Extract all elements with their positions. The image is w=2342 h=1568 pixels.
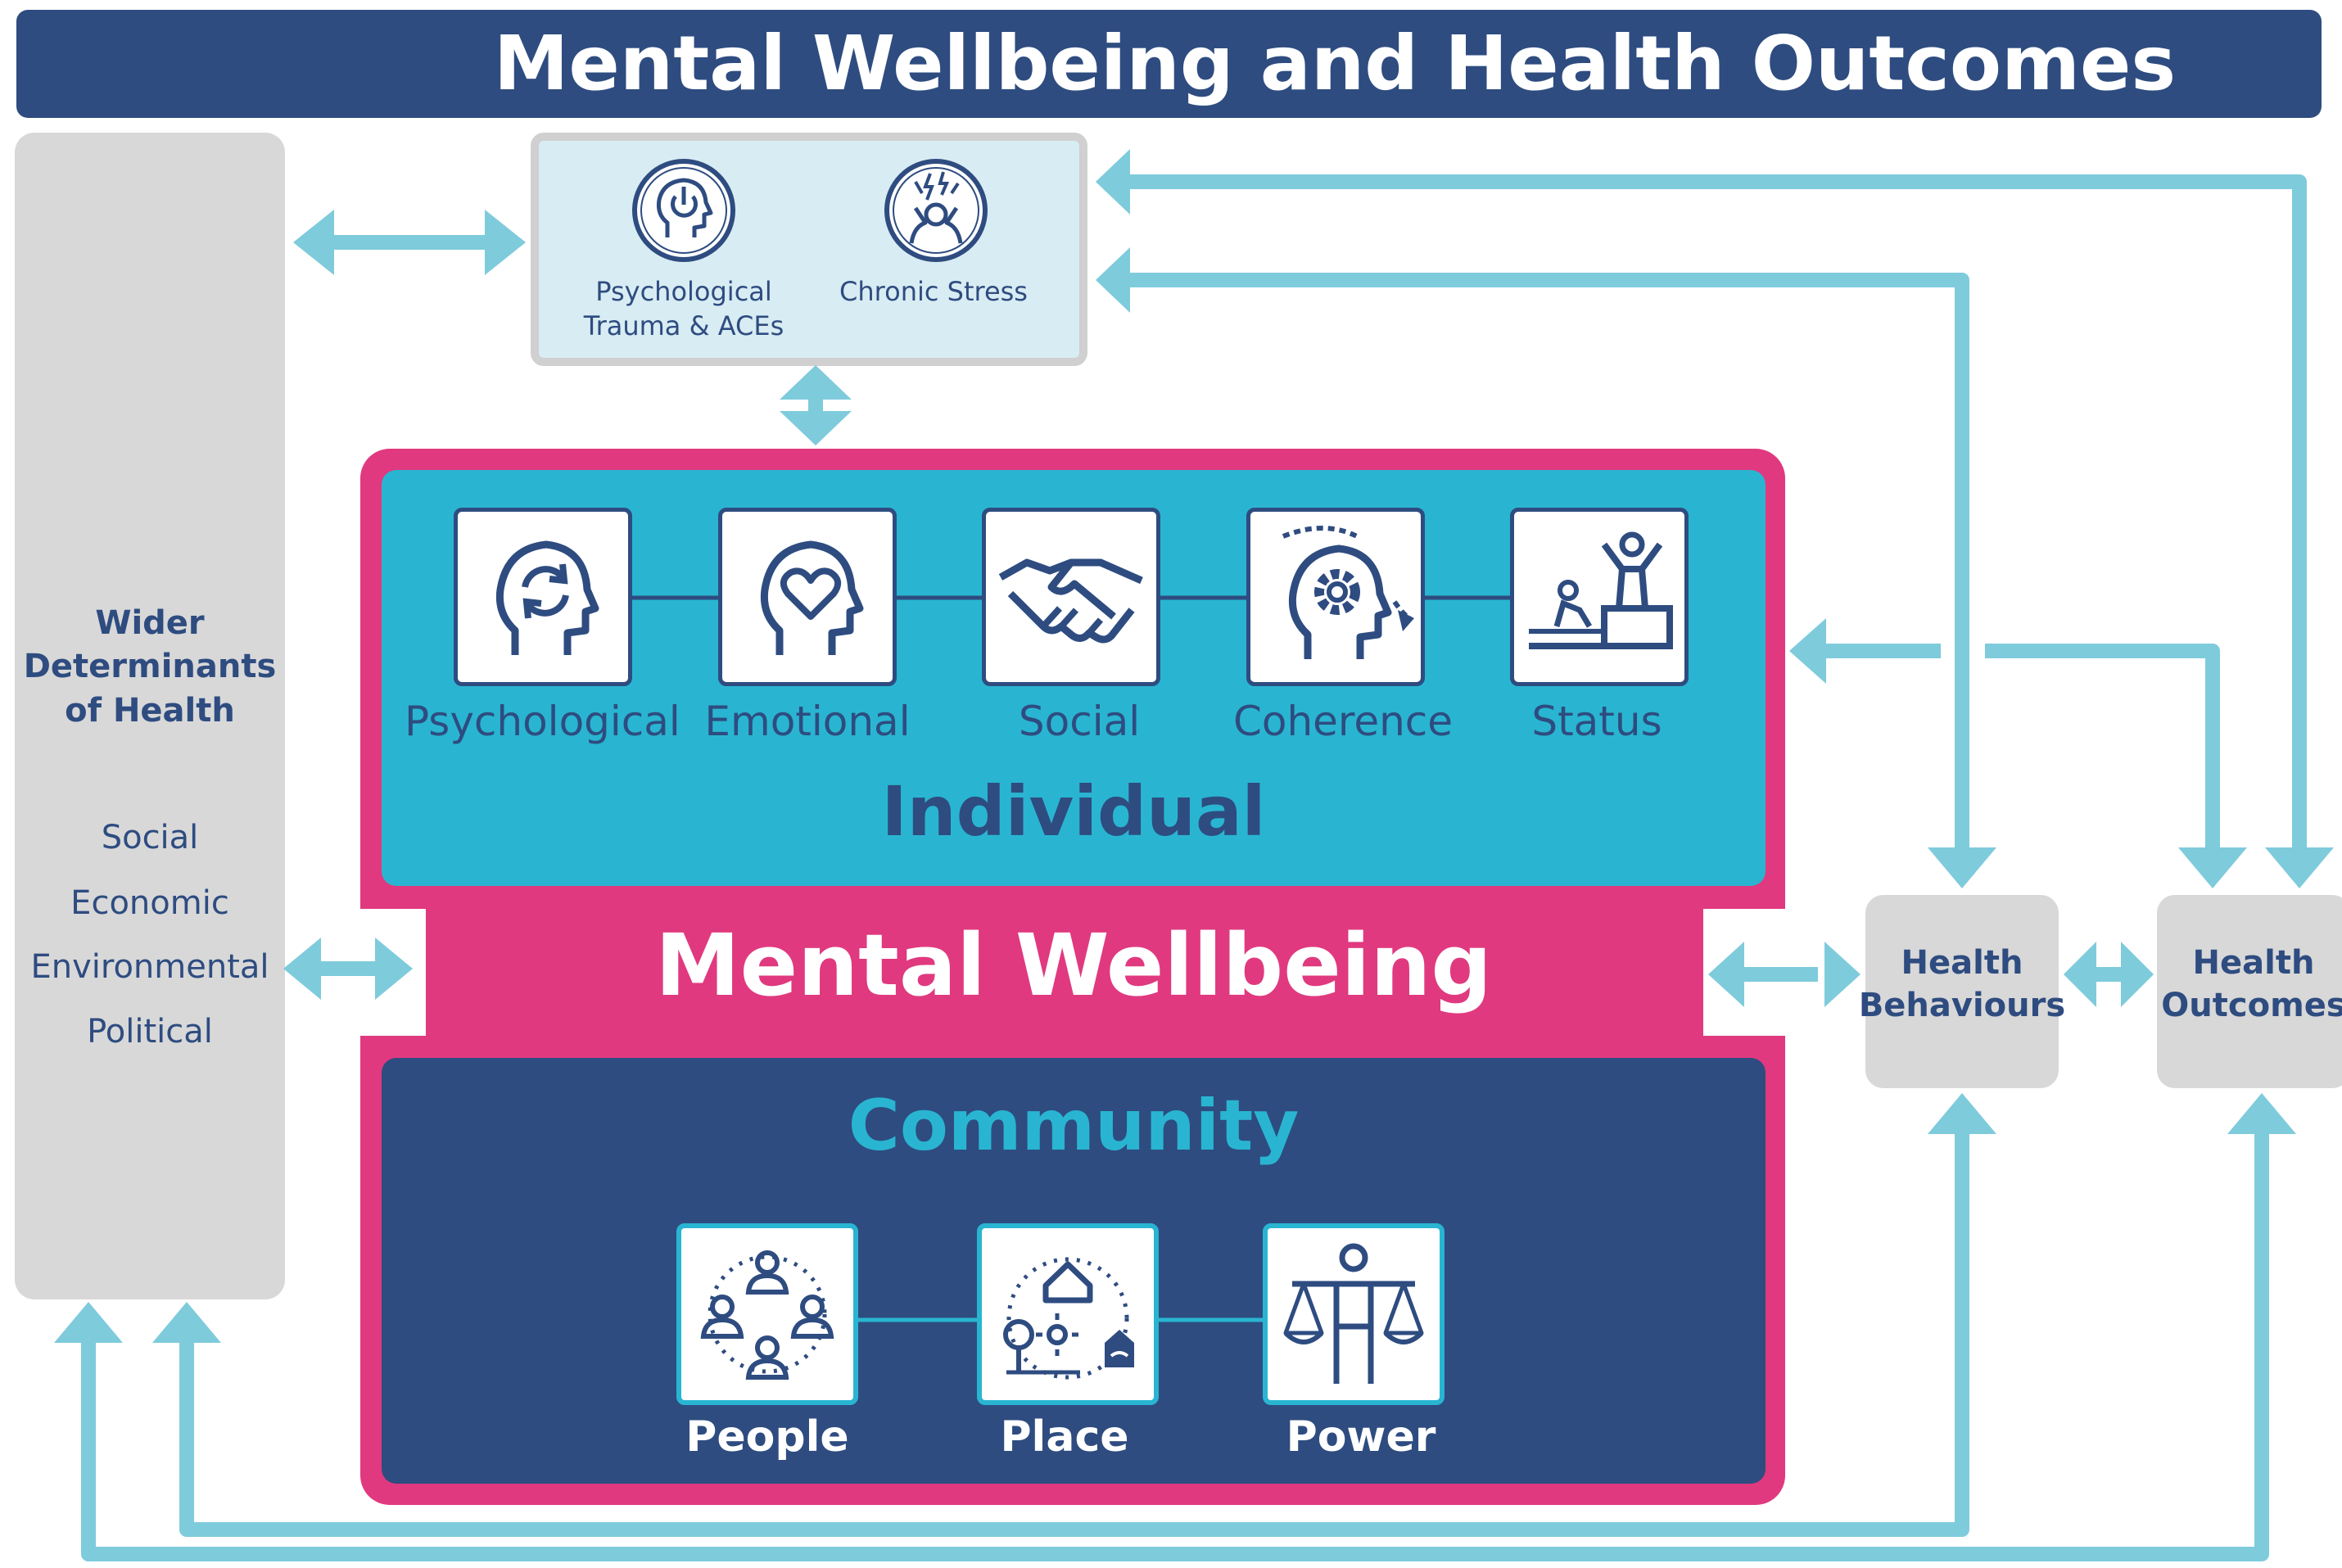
head-power-icon: [631, 157, 737, 264]
wider-heading-line-1: Wider: [95, 604, 205, 642]
individual-label-psychological: Psychological: [405, 698, 680, 745]
stressor-label-trauma-2: Trauma & ACEs: [583, 310, 784, 341]
tile-place: [977, 1223, 1159, 1405]
wider-item-economic: Economic: [70, 884, 229, 922]
stressors-box: [531, 133, 1087, 366]
places-icon: [1003, 1257, 1134, 1380]
health-behaviours-line-1: Health: [1901, 944, 2023, 982]
scales-person-icon: [1283, 1243, 1424, 1384]
community-title: Community: [848, 1085, 1300, 1167]
individual-label-status: Status: [1531, 698, 1662, 745]
health-outcomes-line-2: Outcomes: [2161, 987, 2342, 1024]
podium-person-icon: [1529, 531, 1673, 649]
individual-label-coherence: Coherence: [1232, 698, 1454, 745]
wider-heading-line-2: Determinants: [23, 648, 277, 685]
stressed-person-icon: [883, 157, 989, 264]
tile-coherence: [1246, 508, 1425, 686]
individual-title: Individual: [881, 771, 1266, 852]
health-behaviours-line-2: Behaviours: [1858, 987, 2066, 1024]
title-bar: [16, 10, 2322, 118]
tile-social: [982, 508, 1160, 686]
people-circle-icon: [700, 1250, 834, 1380]
head-heart-icon: [760, 540, 864, 655]
health-outcomes-line-1: Health: [2192, 944, 2315, 982]
community-label-place: Place: [1000, 1412, 1129, 1462]
community-label-people: People: [685, 1412, 849, 1462]
health-outcomes-box: [2157, 895, 2342, 1088]
individual-label-emotional: Emotional: [704, 698, 911, 745]
tile-status: [1510, 508, 1689, 686]
tile-emotional: [718, 508, 897, 686]
stressor-label-chronic-stress: Chronic Stress: [839, 276, 1028, 307]
individual-label-social: Social: [1018, 698, 1141, 745]
community-label-power: Power: [1286, 1412, 1436, 1462]
stressor-label-trauma-1: Psychological: [595, 276, 772, 307]
wider-item-political: Political: [87, 1013, 213, 1051]
tile-people: [676, 1223, 858, 1405]
wider-item-environmental: Environmental: [30, 948, 269, 986]
head-gear-icon: [1282, 526, 1414, 659]
handshake-icon: [998, 558, 1143, 644]
head-refresh-icon: [495, 540, 599, 655]
wider-item-social: Social: [101, 819, 199, 856]
tile-power: [1263, 1223, 1445, 1405]
tile-psychological: [454, 508, 632, 686]
page-title: Mental Wellbeing and Health Outcomes: [493, 20, 2177, 107]
mental-wellbeing-label: Mental Wellbeing: [655, 915, 1492, 1015]
wider-heading-line-3: of Health: [65, 692, 235, 730]
health-behaviours-box: [1865, 895, 2059, 1088]
wider-determinants-panel: [15, 133, 285, 1299]
